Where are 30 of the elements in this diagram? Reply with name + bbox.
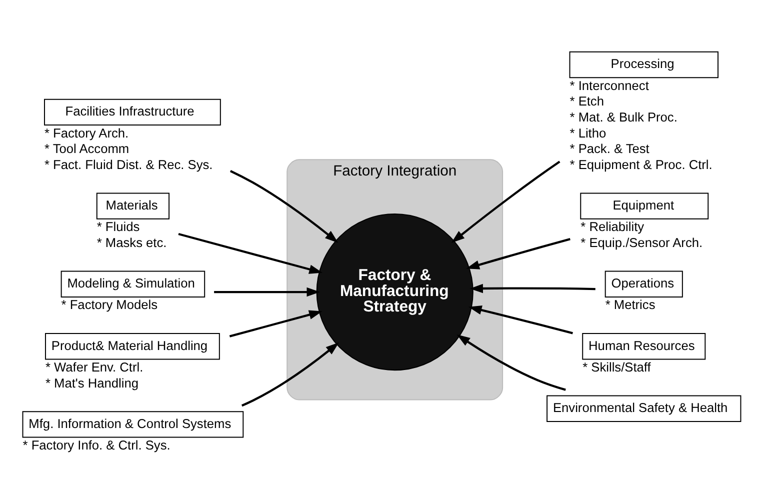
node-label: * Fact. Fluid Dist. & Rec. Sys. xyxy=(44,156,213,172)
node-label: * Reliability xyxy=(580,218,644,234)
node-label: * Equip./Sensor Arch. xyxy=(580,234,703,250)
node-label: * Etch xyxy=(570,93,604,108)
node-label: * Skills/Staff xyxy=(582,358,651,374)
arrow xyxy=(214,286,320,296)
node-label: * Litho xyxy=(570,124,606,140)
arrow xyxy=(229,310,322,337)
arrow xyxy=(466,238,570,269)
node-label: * Factory Info. & Ctrl. Sys. xyxy=(22,437,170,452)
arrow xyxy=(456,334,566,390)
node-label: * Equipment & Proc. Ctrl. xyxy=(570,156,712,172)
node-label: * Interconnect xyxy=(570,77,649,92)
node-label: * Pack. & Test xyxy=(570,140,650,156)
node-label: * Wafer Env. Ctrl. xyxy=(45,358,144,374)
arrow xyxy=(178,232,322,274)
node-label: * Fluids xyxy=(96,218,140,234)
arrow xyxy=(470,283,596,293)
node-label: * Factory Arch. xyxy=(44,124,129,140)
node-circle: Factory & Manufacturing Strategy xyxy=(316,212,474,370)
arrow xyxy=(451,160,560,242)
node-label: * Mat's Handling xyxy=(45,374,139,390)
node-label: * Tool Accomm xyxy=(44,140,130,156)
node-label: * Masks etc. xyxy=(96,234,167,250)
node-label: * Metrics xyxy=(605,296,656,312)
arrow xyxy=(241,342,340,406)
node-label: * Mat. & Bulk Proc. xyxy=(570,108,678,124)
node-label: * Factory Models xyxy=(61,296,158,312)
arrow xyxy=(230,169,338,242)
arrow xyxy=(468,305,573,334)
